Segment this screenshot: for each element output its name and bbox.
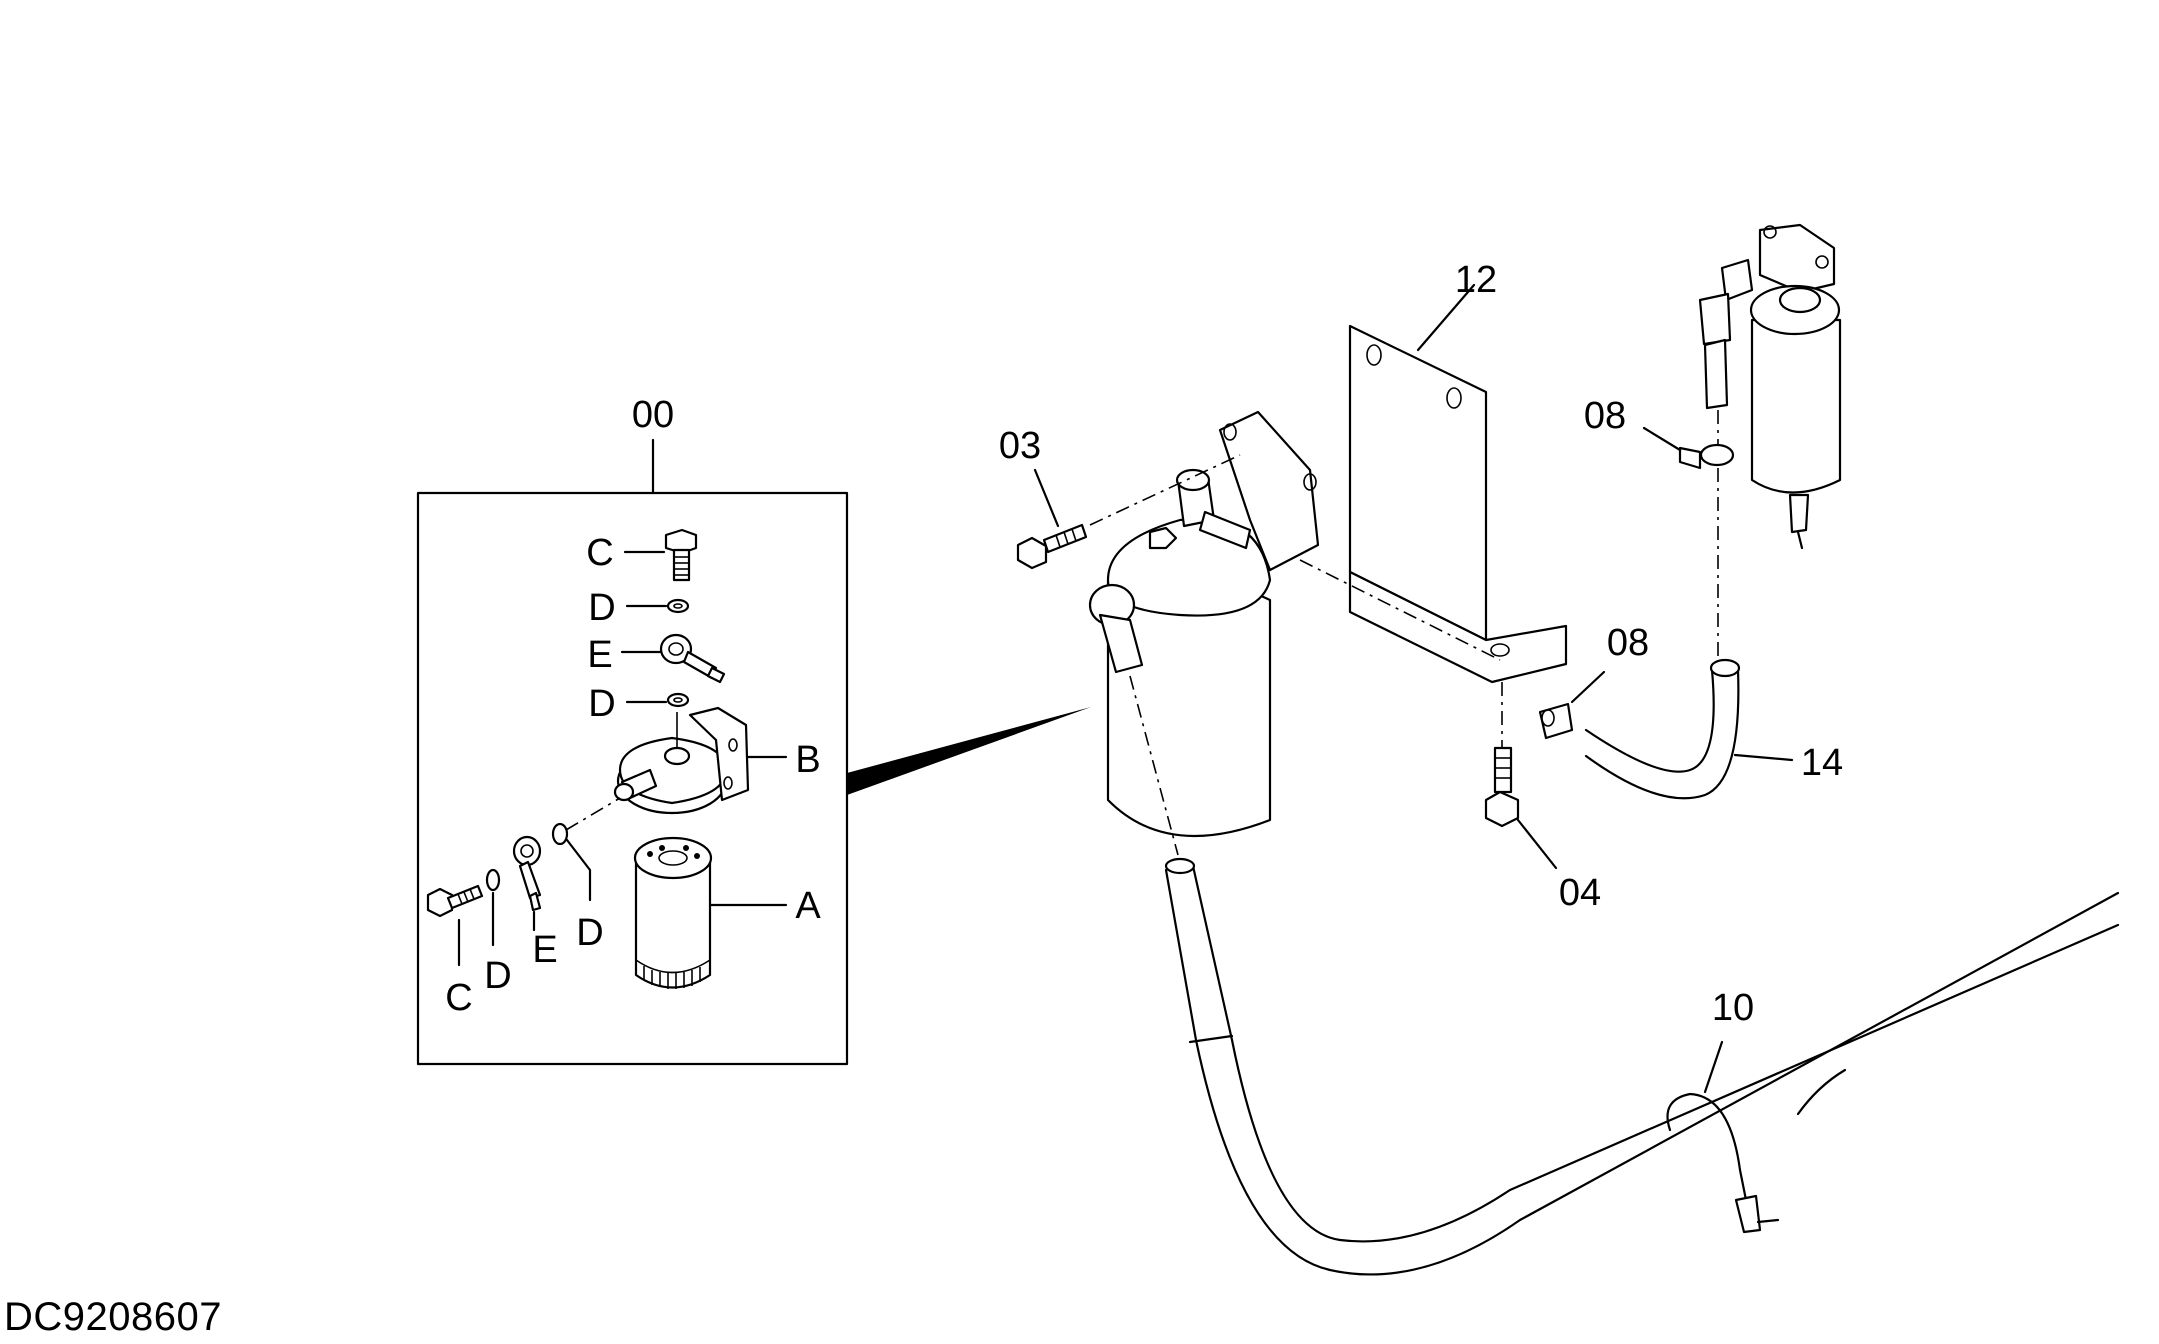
label-d-lower: D — [588, 683, 615, 725]
clamp-08-mid-icon — [1538, 670, 1606, 740]
callout-08-mid: 08 — [1607, 622, 1649, 664]
document-code: DC9208607 — [4, 1295, 222, 1339]
label-e-left: E — [532, 929, 557, 971]
label-c-left: C — [445, 977, 472, 1019]
clamp-08-top-icon — [1642, 426, 1735, 470]
bolt-c-top-icon — [623, 528, 698, 582]
fuel-filter-icon — [1088, 410, 1320, 838]
label-e-top: E — [587, 634, 612, 676]
washer-d-left-icon — [485, 868, 501, 947]
bolt-03-icon — [1016, 454, 1241, 570]
detail-pointer — [847, 707, 1091, 795]
callout-03: 03 — [999, 425, 1041, 467]
label-d-left: D — [484, 955, 511, 997]
callout-10: 10 — [1712, 987, 1754, 1029]
assembly-detail-box — [416, 438, 1091, 1066]
eye-joint-e-left-icon — [512, 835, 542, 932]
label-b: B — [795, 739, 820, 781]
washer-d-lower-icon — [625, 692, 690, 708]
washer-d-right-icon — [551, 797, 621, 902]
eye-joint-e-top-icon — [620, 633, 726, 684]
label-d-right: D — [576, 912, 603, 954]
fuel-hose-icon — [1164, 857, 2120, 1276]
washer-d-upper-icon — [625, 598, 690, 614]
cable-tie-10-icon — [1666, 1040, 1780, 1234]
label-c-top: C — [586, 532, 613, 574]
filter-element-a-icon — [633, 836, 788, 989]
hose-14-icon — [1584, 658, 1794, 800]
label-d-upper: D — [588, 587, 615, 629]
bolt-04-icon — [1484, 746, 1558, 870]
callout-08-top: 08 — [1584, 395, 1626, 437]
bolt-c-left-icon — [426, 884, 484, 967]
filter-head-b-icon — [613, 706, 788, 815]
label-a: A — [795, 885, 821, 927]
bracket-12-icon — [1348, 283, 1568, 684]
callout-12: 12 — [1455, 259, 1497, 301]
secondary-filter-icon — [1698, 223, 1842, 660]
callout-00: 00 — [632, 394, 674, 436]
alignment-line — [1299, 559, 1501, 661]
callout-14: 14 — [1801, 742, 1843, 784]
callout-04: 04 — [1559, 872, 1601, 914]
hose-align-line — [1129, 675, 1179, 856]
